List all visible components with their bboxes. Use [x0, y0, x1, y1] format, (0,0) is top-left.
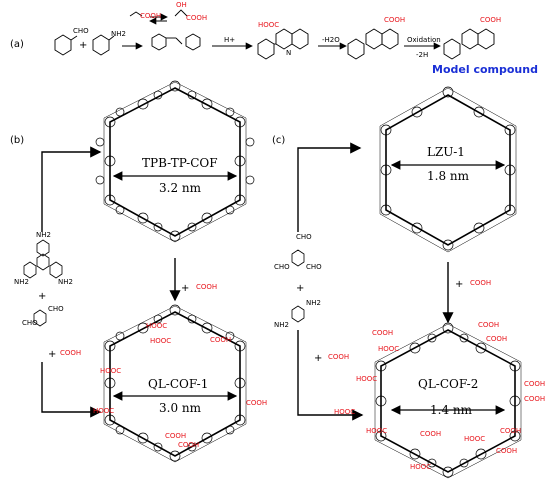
- ppd-nh2-top: NH2: [306, 299, 321, 307]
- benzaldehyde-ring: [54, 34, 72, 56]
- aniline-nh2: NH2: [111, 30, 126, 38]
- plus-sign-b: +: [38, 291, 47, 302]
- oxidation-label: Oxidation: [407, 36, 441, 44]
- lzu-1-name: LZU-1: [427, 145, 465, 159]
- enol-cooh: COOH: [186, 14, 208, 22]
- ql1-hooc-2: HOOC: [150, 337, 172, 345]
- ql1-cooh-2: COOH: [246, 399, 268, 407]
- ql1-hooc-4: HOOC: [93, 407, 115, 415]
- ql2-cooh-8: COOH: [496, 447, 518, 455]
- ql1-hooc-1: HOOC: [146, 322, 168, 330]
- pyruvic-cooh: COOH: [140, 12, 162, 20]
- ql-cof-1-name: QL-COF-1: [148, 377, 209, 391]
- plus-sign-c: +: [296, 283, 305, 294]
- ql2-cooh-2: COOH: [478, 321, 500, 329]
- ql2-cooh-6: COOH: [420, 430, 442, 438]
- pyruvic-acid-c-arrow: COOH: [470, 279, 492, 287]
- ql2-cooh-4: COOH: [524, 380, 546, 388]
- pyruvic-acid-c: COOH: [328, 353, 350, 361]
- tapb-nh2-left: NH2: [14, 278, 29, 286]
- model-compound-title: Model compound: [432, 63, 538, 76]
- ql2-hooc-2: HOOC: [356, 375, 378, 383]
- ql1-cooh-4: COOH: [178, 441, 200, 449]
- ql2-hooc-5: HOOC: [464, 435, 486, 443]
- panel-c-label: (c): [272, 135, 286, 146]
- plus-sign-b-arrow: +: [181, 283, 190, 294]
- plus-sign-c-acid: +: [314, 353, 323, 364]
- ql2-hooc-3: HOOC: [334, 408, 356, 416]
- dehydration-label: -H2O: [322, 36, 340, 44]
- lzu-1-framework: [379, 86, 517, 253]
- model-compound-cooh: COOH: [480, 16, 502, 24]
- ql-cof-2-size: 1.4 nm: [430, 403, 473, 417]
- ql2-hooc-6: HOOC: [410, 463, 432, 471]
- ql2-hooc-4: HOOC: [366, 427, 388, 435]
- ql2-cooh-1: COOH: [372, 329, 394, 337]
- intermediate-nh: N: [286, 49, 292, 57]
- pyruvic-acid-b: COOH: [60, 349, 82, 357]
- pyruvic-acid-b-arrow: COOH: [196, 283, 218, 291]
- ql1-cooh-1: COOH: [210, 336, 232, 344]
- ql2-cooh-5: COOH: [524, 395, 546, 403]
- ql-cof-1-framework: [103, 304, 247, 463]
- tpb-tp-cof-size: 3.2 nm: [159, 181, 202, 195]
- ppd-nh2-bottom: NH2: [274, 321, 289, 329]
- panel-b-arrows: [41, 146, 181, 418]
- minus-2h-label: -2H: [416, 51, 429, 59]
- aniline-ring: [92, 34, 110, 56]
- panel-c-arrows: [297, 142, 454, 421]
- ql2-hooc-1: HOOC: [378, 345, 400, 353]
- tfb-cho-left: CHO: [274, 263, 290, 271]
- tpb-tp-cof-name: TPB-TP-COF: [142, 156, 218, 170]
- lzu-1-size: 1.8 nm: [427, 169, 470, 183]
- terephthal-cho-bottom: CHO: [22, 319, 38, 327]
- ql-cof-2-framework: [374, 322, 522, 479]
- tapb-nh2-right: NH2: [58, 278, 73, 286]
- ql-cof-1-size: 3.0 nm: [159, 401, 202, 415]
- plus-sign-a: +: [79, 40, 88, 51]
- ql2-cooh-3: COOH: [486, 335, 508, 343]
- tapb-nh2-top: NH2: [36, 231, 51, 239]
- model-reaction: [54, 9, 495, 60]
- ql1-cooh-3: COOH: [165, 432, 187, 440]
- tpb-tp-cof-framework: [95, 80, 255, 243]
- panel-b-monomers: [23, 239, 63, 327]
- panel-a-label: (a): [10, 39, 24, 50]
- ql2-cooh-7: COOH: [500, 427, 522, 435]
- intermediate-hooc: HOOC: [258, 21, 280, 29]
- benzaldehyde-cho: CHO: [73, 27, 89, 35]
- ql-cof-2-name: QL-COF-2: [418, 377, 479, 391]
- enol-oh: OH: [176, 1, 187, 9]
- plus-sign-c-arrow: +: [455, 279, 464, 290]
- tfb-cho-right: CHO: [306, 263, 322, 271]
- panel-c-monomers: [291, 249, 305, 323]
- panel-b-label: (b): [10, 135, 25, 146]
- tfb-cho-top: CHO: [296, 233, 312, 241]
- terephthal-cho-top: CHO: [48, 305, 64, 313]
- acid-catalyst-label: H+: [224, 36, 236, 44]
- dihydroquinoline-cooh: COOH: [384, 16, 406, 24]
- plus-sign-b-acid: +: [48, 349, 57, 360]
- ql1-hooc-3: HOOC: [100, 367, 122, 375]
